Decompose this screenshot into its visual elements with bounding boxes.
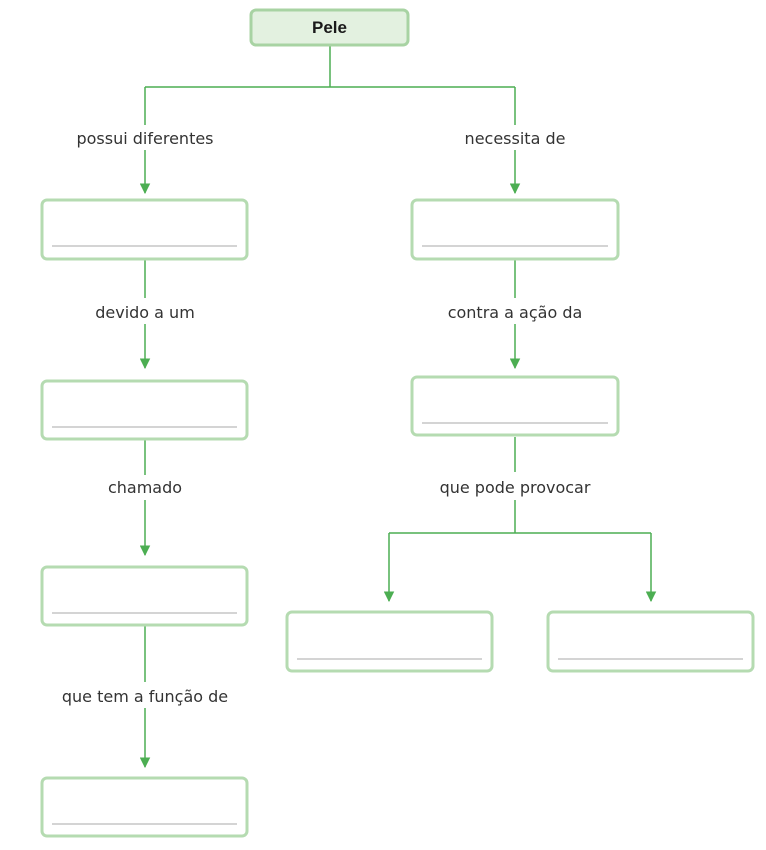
label-necessita-de: necessita de — [465, 129, 566, 148]
answer-box-left-1[interactable] — [40, 198, 249, 261]
answer-box-right-3b[interactable] — [546, 610, 755, 673]
answer-box-right-1[interactable] — [410, 198, 620, 261]
label-possui-diferentes: possui diferentes — [76, 129, 213, 148]
answer-box-left-4-frame[interactable] — [40, 776, 249, 838]
connector-labels: possui diferentes necessita de devido a … — [62, 129, 591, 706]
answer-box-right-2[interactable] — [410, 375, 620, 437]
answer-box-right-1-frame[interactable] — [410, 198, 620, 261]
root-label: Pele — [312, 18, 347, 37]
connectors — [139, 45, 657, 769]
label-contra-a-acao-da: contra a ação da — [448, 303, 583, 322]
label-devido-a-um: devido a um — [95, 303, 195, 322]
answer-box-right-3b-frame[interactable] — [546, 610, 755, 673]
answer-box-right-3a-frame[interactable] — [285, 610, 494, 673]
answer-box-left-3[interactable] — [40, 565, 249, 627]
answer-box-right-2-frame[interactable] — [410, 375, 620, 437]
label-chamado: chamado — [108, 478, 182, 497]
answer-box-left-1-frame[interactable] — [40, 198, 249, 261]
answer-box-left-4[interactable] — [40, 776, 249, 838]
root-node: Pele — [249, 8, 410, 47]
label-que-tem-a-funcao-de: que tem a função de — [62, 687, 228, 706]
answer-box-right-3a[interactable] — [285, 610, 494, 673]
root-box — [249, 8, 410, 47]
answer-box-left-3-frame[interactable] — [40, 565, 249, 627]
label-que-pode-provocar: que pode provocar — [440, 478, 591, 497]
answer-box-left-2[interactable] — [40, 379, 249, 441]
answer-box-left-2-frame[interactable] — [40, 379, 249, 441]
